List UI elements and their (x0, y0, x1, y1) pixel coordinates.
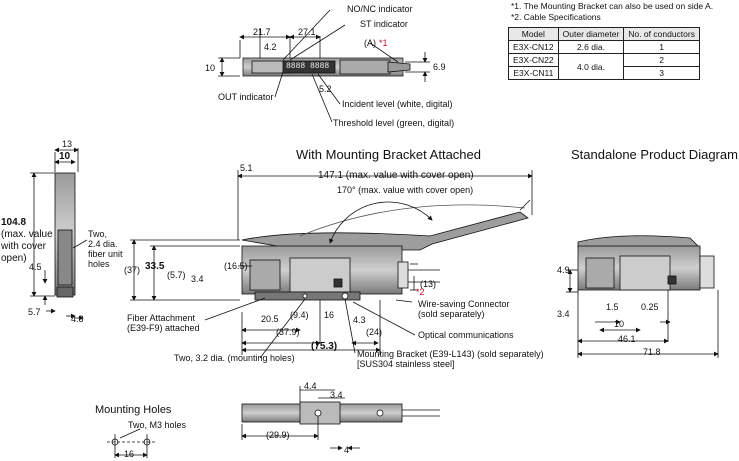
dim-16-bracket: 16 (324, 310, 335, 320)
dim-3-4-bottom: 3.4 (330, 390, 343, 400)
dim-4-4: 4.4 (304, 381, 317, 391)
out-indicator-label: OUT indicator (218, 92, 274, 102)
mounting-holes-title: Mounting Holes (95, 404, 172, 416)
incident-level-label: Incident level (white, digital) (342, 99, 453, 109)
top-view-diagram (218, 9, 430, 123)
dim-16-5: (16.5) (224, 261, 248, 271)
dim-4-5: 4.5 (29, 262, 42, 272)
dim-3-4-bracket: 3.4 (191, 274, 204, 284)
dim-3-4-standalone: 3.4 (557, 309, 570, 319)
dim-13-bracket: (13) (420, 279, 437, 289)
dim-4-9: 4.9 (557, 265, 570, 275)
dim-4-8: 4.8 (71, 314, 84, 324)
max-note-side: (max. value with cover open) (1, 229, 53, 264)
bracket-view-diagram (130, 170, 533, 359)
dim-5-2: 5.2 (319, 84, 332, 94)
dim-29-9: (29.9) (266, 430, 290, 440)
st-indicator-label: ST indicator (360, 19, 408, 29)
dim-21-7: 21.7 (253, 27, 271, 37)
side-view-diagram (30, 147, 88, 321)
cell-conductors: 2 (623, 53, 700, 67)
mounting-holes-diagram (107, 428, 155, 458)
wire-saving-connector-label: Wire-saving Connector (sold separately) (418, 299, 510, 319)
dim-147-1: 147.1 (max. value with cover open) (318, 170, 474, 181)
dim-4-3: 4.3 (353, 315, 366, 325)
standalone-view-title: Standalone Product Diagram (571, 147, 738, 162)
bottom-view-diagram (241, 386, 440, 451)
cell-diameter: 2.6 dia. (557, 40, 625, 54)
dim-10-side: 10 (59, 151, 71, 162)
threshold-level-label: Threshold level (green, digital) (333, 118, 455, 128)
nonc-indicator-label: NO/NC indicator (347, 4, 413, 14)
note-1: *1. The Mounting Bracket can also be use… (511, 1, 714, 11)
dim-0-25: 0.25 (641, 302, 659, 312)
dim-5-7: 5.7 (28, 307, 41, 317)
cell-model: E3X-CN12 (508, 40, 559, 54)
dim-5-1: 5.1 (240, 163, 253, 173)
display-digits: 8888 8888 (286, 62, 330, 71)
dim-24: (24) (366, 327, 383, 337)
dim-71-8: 71.8 (643, 347, 661, 357)
dim-37: (37) (124, 265, 141, 275)
table-row: E3X-CN22 4.0 dia. 2 (508, 53, 700, 80)
fiber-unit-holes-label: Two, 2.4 dia. fiber unit holes (88, 229, 123, 269)
note-2: *2. Cable Specifications (511, 12, 601, 22)
optical-communications-label: Optical communications (418, 330, 514, 340)
dim-170-deg: 170° (max. value with cover open) (337, 185, 474, 195)
table-header: Model (508, 27, 559, 41)
m3-holes-label: Two, M3 holes (128, 420, 187, 430)
star1-mark: *1 (379, 38, 388, 48)
table-row: E3X-CN12 2.6 dia. 1 (508, 40, 700, 54)
fiber-attachment-label: Fiber Attachment (E39-F9) attached (127, 313, 200, 333)
dim-9-4: (9.4) (290, 310, 309, 320)
table-header: No. of conductors (623, 27, 700, 41)
dim-27-1: 27.1 (298, 27, 316, 37)
table-header: Outer diameter (557, 27, 625, 41)
dim-5-7-bracket: (5.7) (167, 270, 186, 280)
dim-4-bottom: 4 (344, 445, 350, 455)
cell-diameter: 4.0 dia. (557, 53, 625, 80)
cell-model: E3X-CN22 (508, 53, 559, 67)
dim-16-holes: 16 (124, 449, 135, 459)
dim-37-9: (37.9) (276, 327, 300, 337)
cell-model: E3X-CN11 (508, 66, 559, 80)
dim-75-3: (75.3) (311, 341, 338, 352)
dim-6-9: 6.9 (433, 62, 446, 72)
mounting-holes-label: Two, 3.2 dia. (mounting holes) (174, 353, 295, 363)
cell-conductors: 1 (623, 40, 700, 54)
dim-104-8: 104.8 (1, 217, 27, 228)
dim-20-5: 20.5 (261, 314, 279, 324)
bracket-view-title: With Mounting Bracket Attached (296, 147, 481, 162)
dim-13-side: 13 (62, 139, 73, 149)
cell-conductors: 3 (623, 66, 700, 80)
notes: *1. The Mounting Bracket can also be use… (511, 1, 713, 23)
dim-33-5: 33.5 (145, 261, 165, 272)
dim-46-1: 46.1 (618, 334, 636, 344)
mounting-bracket-label: Mounting Bracket (E39-L143) (sold separa… (357, 349, 544, 369)
dim-4-2: 4.2 (264, 42, 277, 52)
dim-1-5: 1.5 (606, 302, 619, 312)
star2-mark: *2 (416, 287, 425, 297)
cable-spec-table: Model Outer diameter No. of conductors E… (508, 27, 700, 80)
dim-10-top: 10 (205, 63, 216, 73)
table-row: E3X-CN11 3 (508, 66, 700, 80)
standalone-view-diagram (566, 235, 719, 358)
dim-10-standalone: 10 (614, 319, 625, 329)
a-mark-label: (A) (364, 38, 376, 48)
